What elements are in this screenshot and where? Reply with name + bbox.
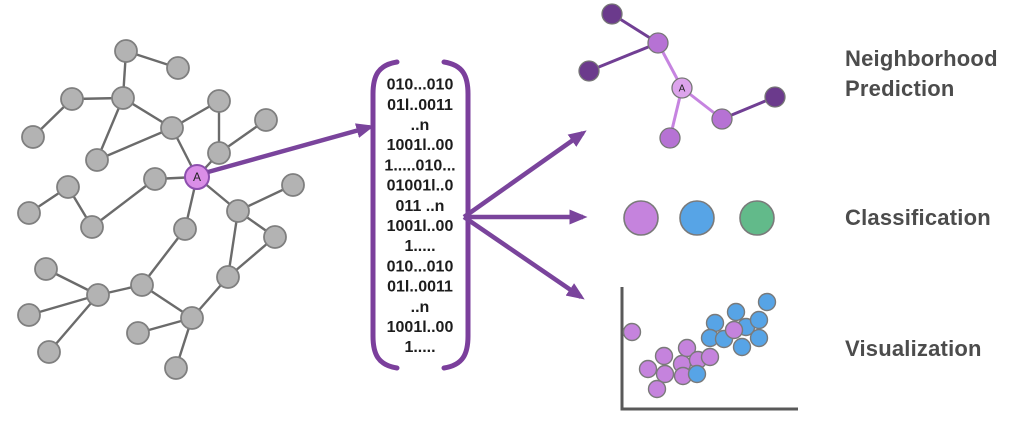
- graph-node: [216, 265, 240, 289]
- graph-node: [60, 87, 84, 111]
- class-circle-green: [739, 200, 775, 236]
- graph-node: [226, 199, 250, 223]
- scatter-point-purple: [655, 364, 675, 384]
- graph-node: [143, 167, 167, 191]
- scatter-point-blue: [726, 302, 746, 322]
- scatter-point-blue: [757, 292, 777, 312]
- scatter-point-purple: [700, 347, 720, 367]
- vector-line: 1001l..00: [387, 319, 454, 336]
- mini-node-light: [659, 127, 681, 149]
- graph-edge: [48, 294, 99, 353]
- embedding-vector: 010...01001l..0011..n1001l..001.....010.…: [370, 59, 471, 371]
- mini-node-a: [671, 77, 693, 99]
- vector-line: 1001l..00: [387, 137, 454, 154]
- node-a: [184, 164, 210, 190]
- graph-node: [56, 175, 80, 199]
- graph-node: [17, 201, 41, 225]
- vector-line: 01l..0011: [387, 97, 453, 114]
- scatter-axes: [620, 287, 798, 411]
- mini-node-a-label: A: [679, 84, 686, 95]
- graph-node: [111, 86, 135, 110]
- fan-arrows: [462, 130, 588, 300]
- vector-line: 1001l..00: [387, 218, 454, 235]
- vector-line: ..n: [411, 299, 430, 316]
- graph-node: [160, 116, 184, 140]
- graph-edge: [91, 178, 156, 228]
- graph-node: [17, 303, 41, 327]
- node-a-label: A: [193, 170, 201, 184]
- scatter-point-purple: [622, 322, 642, 342]
- bracket-left: [370, 59, 400, 371]
- vector-line: 01l..0011: [387, 279, 453, 296]
- vector-line: 1.....: [404, 238, 435, 255]
- graph-node: [34, 257, 58, 281]
- graph-node: [173, 217, 197, 241]
- neighborhood-graph: A: [578, 3, 786, 149]
- graph-edge: [28, 293, 99, 317]
- fan-arrow: [462, 215, 585, 300]
- graph-node: [21, 125, 45, 149]
- vector-line: 010...010: [387, 77, 454, 94]
- graph-node: [37, 340, 61, 364]
- scatter-point-blue: [749, 310, 769, 330]
- graph-node: [180, 306, 204, 330]
- mini-node-dark: [764, 86, 786, 108]
- input-graph: A: [17, 39, 305, 380]
- visualization-scatter: [620, 287, 798, 411]
- graph-node: [114, 39, 138, 63]
- label-neighborhood-prediction: Neighborhood Prediction: [845, 46, 998, 101]
- mini-node-dark: [578, 60, 600, 82]
- scatter-point-purple: [654, 346, 674, 366]
- graph-node: [130, 273, 154, 297]
- classification-circles: [623, 200, 775, 236]
- graph-node: [86, 283, 110, 307]
- graph-node: [281, 173, 305, 197]
- mini-node-light: [711, 108, 733, 130]
- vector-line: 010...010: [387, 258, 454, 275]
- scatter-point-purple: [677, 338, 697, 358]
- vector-line: ..n: [411, 117, 430, 134]
- vector-line: 011 ..n: [396, 198, 445, 215]
- graph-node: [207, 141, 231, 165]
- graph-node: [263, 225, 287, 249]
- scatter-point-blue: [749, 328, 769, 348]
- fan-arrow: [462, 130, 587, 219]
- graph-node: [254, 108, 278, 132]
- graph-edge: [96, 126, 173, 162]
- scatter-point-purple: [647, 379, 667, 399]
- mini-node-dark: [601, 3, 623, 25]
- vector-line: 01001l..0: [387, 178, 454, 195]
- graph-node: [164, 356, 188, 380]
- graph-node: [80, 215, 104, 239]
- label-visualization: Visualization: [845, 336, 982, 361]
- graph-node: [166, 56, 190, 80]
- class-circle-blue: [679, 200, 715, 236]
- scatter-point-purple: [724, 320, 744, 340]
- graph-node: [207, 89, 231, 113]
- scatter-point-blue: [732, 337, 752, 357]
- label-classification: Classification: [845, 205, 991, 230]
- graph-node: [126, 321, 150, 345]
- graph-node: [85, 148, 109, 172]
- mini-edge: [588, 41, 659, 73]
- vector-line: 1.....010...: [384, 157, 455, 174]
- vector-line: 1.....: [404, 339, 435, 356]
- encode-arrow: [207, 123, 375, 175]
- mini-node-light: [647, 32, 669, 54]
- scatter-point-blue: [687, 364, 707, 384]
- class-circle-purple: [623, 200, 659, 236]
- scatter-point-purple: [638, 359, 658, 379]
